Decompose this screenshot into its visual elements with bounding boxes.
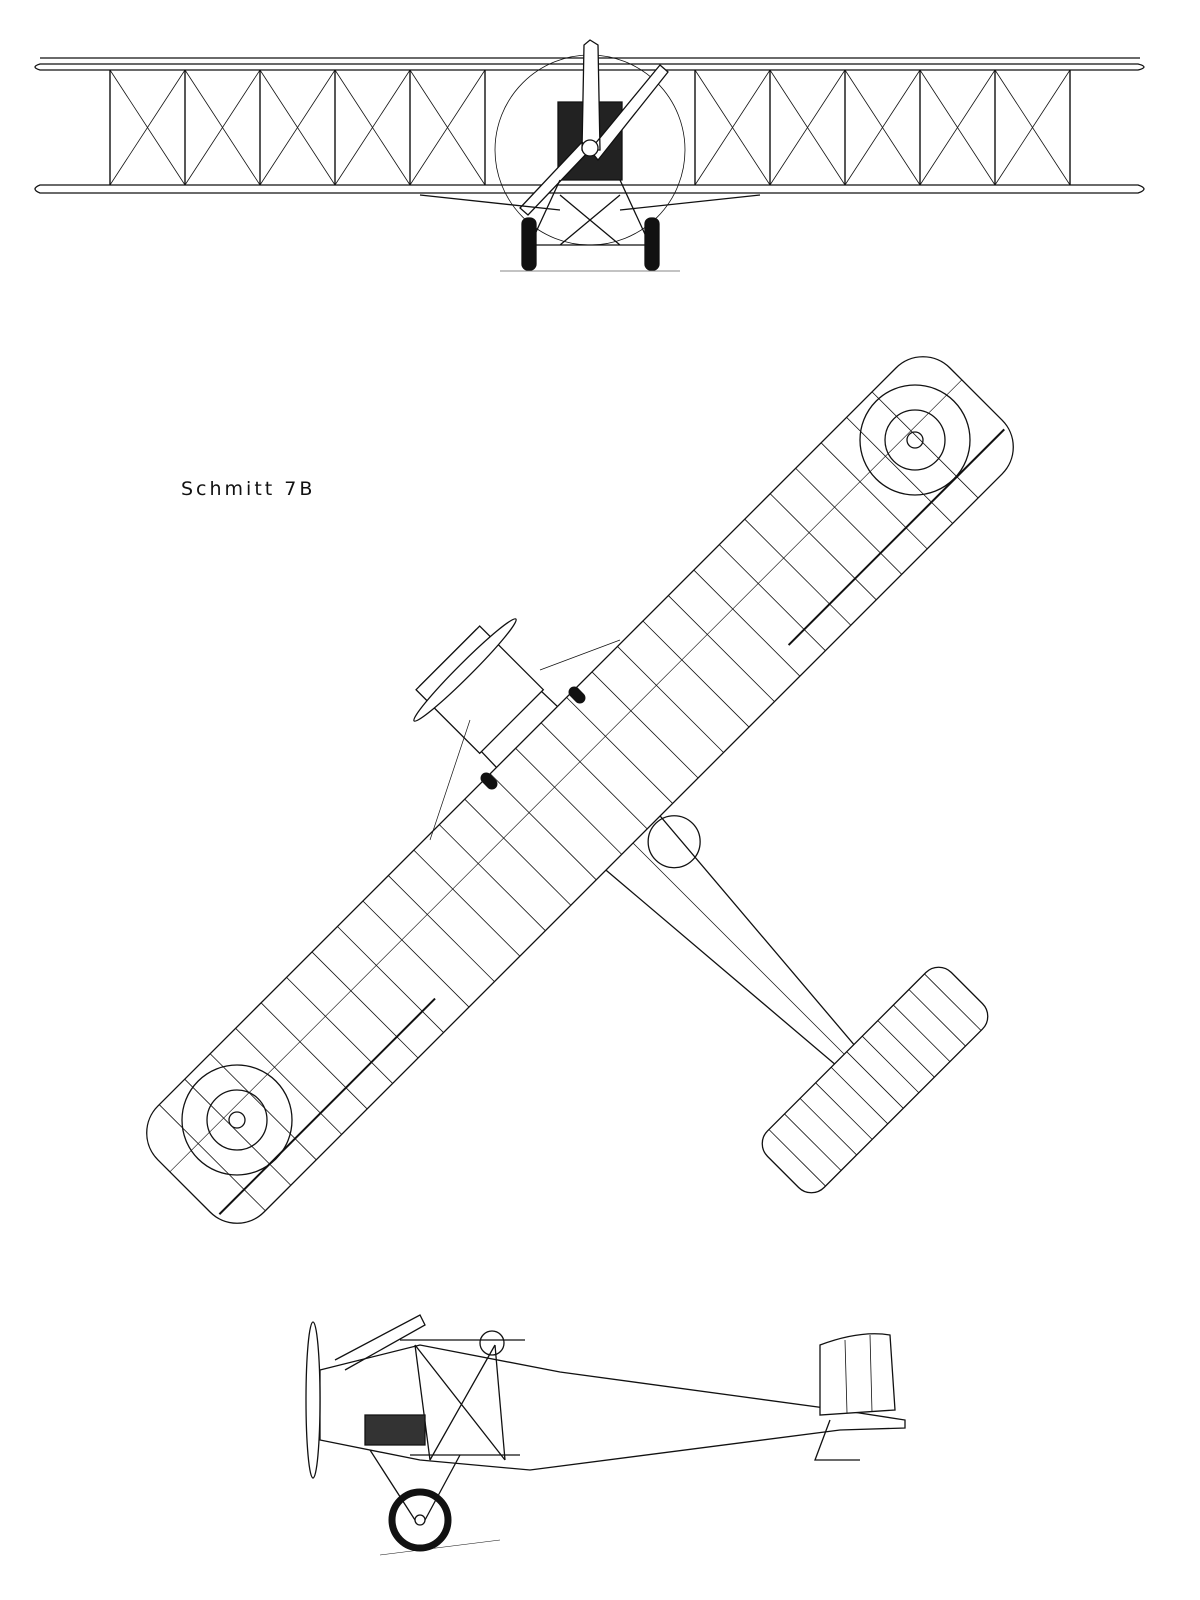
rib-line xyxy=(816,1083,873,1140)
rib-line xyxy=(592,672,698,778)
rib-line xyxy=(170,380,962,1172)
rib-line xyxy=(872,392,978,498)
rib-line xyxy=(643,621,749,727)
main-wing-plan xyxy=(131,341,1029,1239)
gunner-ring xyxy=(480,1331,504,1355)
aircraft-title: Schmitt 7B xyxy=(181,478,316,500)
roundel-left xyxy=(182,1065,292,1175)
gun-mount xyxy=(335,1315,425,1370)
rib-line xyxy=(439,825,545,931)
rib-line xyxy=(796,468,902,574)
rib-line xyxy=(335,70,410,185)
rib-line xyxy=(745,519,851,625)
tail-skid xyxy=(815,1420,860,1460)
rib-line xyxy=(110,70,185,185)
rib-line xyxy=(847,1052,904,1109)
rib-line xyxy=(185,1079,291,1185)
rib-line xyxy=(995,70,1070,185)
bracing-wires xyxy=(430,640,620,840)
rib-line xyxy=(924,974,981,1031)
rudder xyxy=(820,1334,895,1415)
rib-line xyxy=(236,1028,342,1134)
roundel-right xyxy=(860,385,970,495)
rib-line xyxy=(821,443,927,549)
rib-line xyxy=(617,646,723,752)
aileron-line xyxy=(219,999,435,1215)
rib-line xyxy=(845,70,920,185)
rib-line xyxy=(541,723,647,829)
rib-line xyxy=(490,774,596,880)
left-wheel xyxy=(522,218,536,270)
rib-line xyxy=(719,545,825,651)
undercarriage xyxy=(420,180,760,245)
top-view xyxy=(131,341,1029,1239)
rib-line xyxy=(862,1036,919,1093)
spinner xyxy=(582,140,598,156)
side-propeller xyxy=(306,1322,320,1478)
rib-line xyxy=(909,989,966,1046)
rib-line xyxy=(784,1114,841,1171)
rib-line xyxy=(363,901,469,1007)
rib-line xyxy=(260,70,335,185)
landing-gear-side xyxy=(370,1450,460,1520)
rib-line xyxy=(770,70,845,185)
rib-line xyxy=(770,494,876,600)
rib-line xyxy=(159,1105,265,1211)
rib-line xyxy=(185,70,260,185)
rib-line xyxy=(210,1054,316,1160)
rib-line xyxy=(337,926,443,1032)
rib-line xyxy=(312,952,418,1058)
rib-line xyxy=(410,70,485,185)
propeller xyxy=(520,40,668,215)
radiator-side xyxy=(365,1415,425,1445)
rib-line xyxy=(800,1098,857,1155)
rib-line xyxy=(287,977,393,1083)
rib-line xyxy=(878,1021,935,1078)
engine-cowling xyxy=(416,626,543,753)
rib-line xyxy=(261,1003,367,1109)
wing-struts-side xyxy=(400,1340,525,1460)
rib-line xyxy=(516,748,622,854)
propeller-plan xyxy=(409,614,521,726)
rib-line xyxy=(847,417,953,523)
rib-line xyxy=(465,799,571,905)
rib-line xyxy=(668,596,774,702)
rib-line xyxy=(920,70,995,185)
rib-line xyxy=(831,1067,888,1124)
rib-line xyxy=(893,1005,950,1062)
rib-line xyxy=(694,570,800,676)
front-view xyxy=(35,40,1144,271)
rib-line xyxy=(695,70,770,185)
rib-line xyxy=(567,697,673,803)
wing-ribs xyxy=(131,341,1029,1239)
fuselage-side xyxy=(320,1345,905,1470)
rib-line xyxy=(388,876,494,982)
side-view xyxy=(306,1315,905,1555)
rib-line xyxy=(414,850,520,956)
side-wheel xyxy=(392,1492,448,1548)
rib-line xyxy=(769,1129,826,1186)
lower-wing xyxy=(35,185,1144,193)
cockpit-ring xyxy=(648,816,700,868)
side-ground-line xyxy=(380,1540,500,1555)
right-wheel xyxy=(645,218,659,270)
interplane-struts xyxy=(110,70,1070,185)
